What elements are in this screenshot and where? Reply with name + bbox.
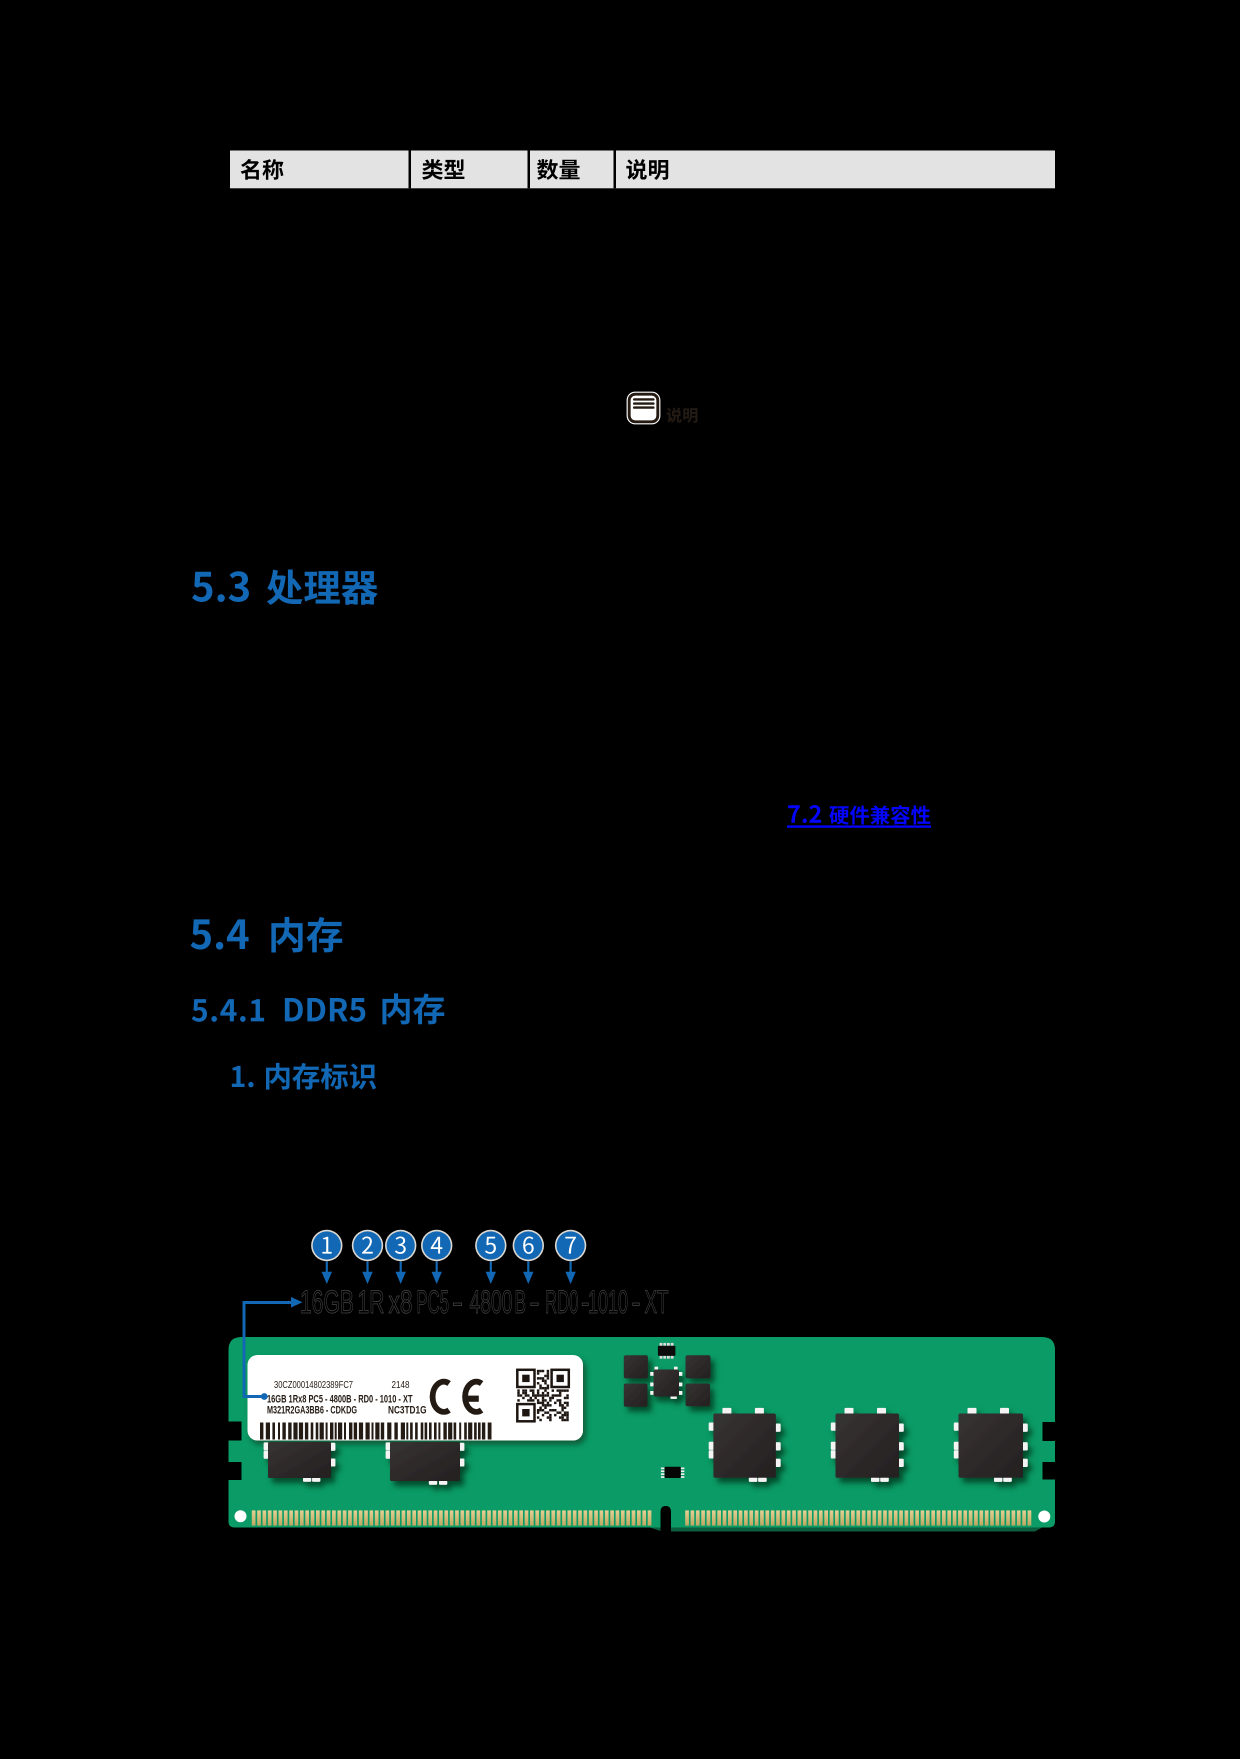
- svg-text:16GB 1Rx8 PC5 - 4800B - RD0 -: 16GB 1Rx8 PC5 - 4800B - RD0 - 1010 - XT: [267, 1393, 413, 1405]
- svg-text:2148: 2148: [392, 1380, 410, 1391]
- svg-text:M321R2GA3BB6 - CDKDG: M321R2GA3BB6 - CDKDG: [267, 1405, 357, 1417]
- svg-text:XT: XT: [645, 1284, 669, 1320]
- svg-text:1010: 1010: [588, 1284, 628, 1320]
- svg-text:-: -: [581, 1284, 590, 1320]
- svg-text:-: -: [632, 1284, 641, 1320]
- svg-text:NC3TD1G: NC3TD1G: [388, 1405, 427, 1417]
- svg-text:-: -: [452, 1284, 463, 1320]
- svg-text:B: B: [515, 1284, 527, 1320]
- svg-text:RD0: RD0: [545, 1284, 579, 1320]
- svg-text:PC5: PC5: [417, 1284, 450, 1320]
- svg-text:16GB: 16GB: [300, 1284, 354, 1320]
- svg-text:1R: 1R: [358, 1284, 385, 1320]
- svg-text:-: -: [530, 1284, 540, 1320]
- svg-text:30CZ00014802389FC7: 30CZ00014802389FC7: [274, 1380, 353, 1391]
- svg-text:x8: x8: [389, 1284, 413, 1320]
- svg-text:4800: 4800: [470, 1284, 513, 1320]
